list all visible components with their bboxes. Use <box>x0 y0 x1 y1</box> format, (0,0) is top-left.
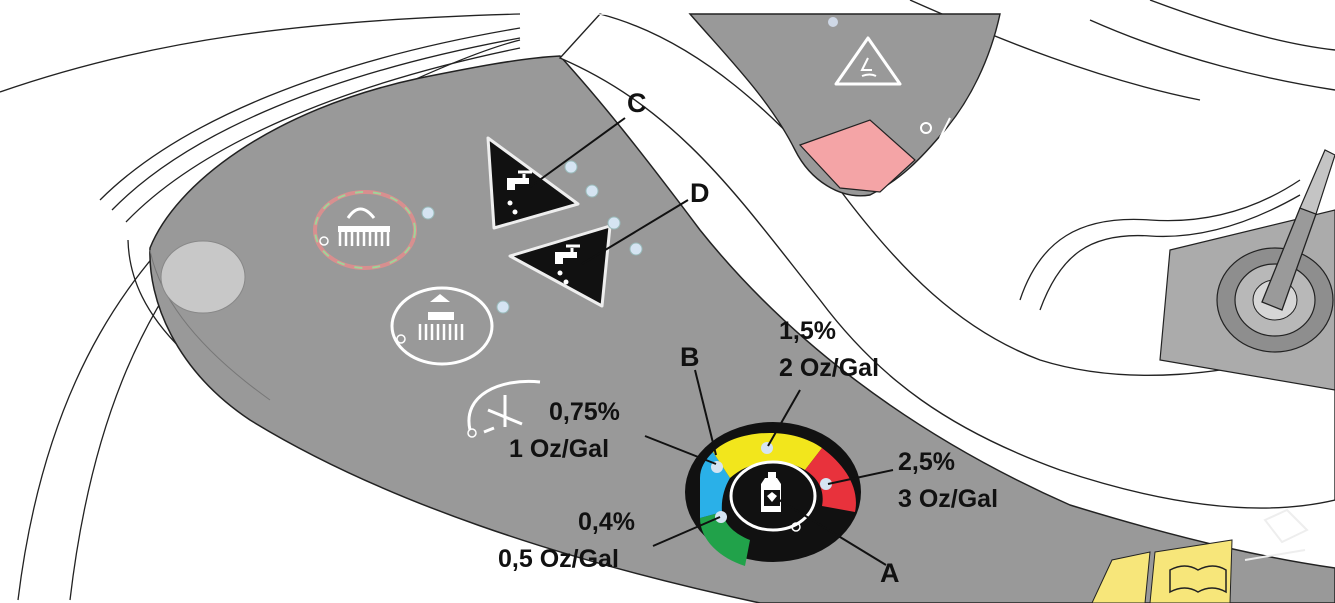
callout-d: D <box>690 178 710 208</box>
warning-stickers <box>1091 508 1309 603</box>
ring-segment-green <box>700 512 750 566</box>
dash-small-led <box>920 122 932 134</box>
water-flow-icon[interactable] <box>486 136 580 230</box>
scrub-brush-icon[interactable] <box>313 190 417 270</box>
detergent-icon <box>761 472 781 512</box>
yellow-oz-label: 2 Oz/Gal <box>779 354 879 382</box>
water-flow-increase-led-2 <box>629 242 643 256</box>
callout-a: A <box>880 558 900 588</box>
water-flow-increase-icon[interactable] <box>508 224 612 308</box>
red-oz-label: 3 Oz/Gal <box>898 485 998 513</box>
callout-b: B <box>680 342 700 372</box>
slip-hazard-icon <box>834 36 902 86</box>
ring-segment-red <box>805 448 856 512</box>
brush-pressure-led <box>496 300 510 314</box>
callout-c: C <box>627 88 647 118</box>
panel-edge <box>149 249 271 401</box>
leader-a <box>775 497 887 566</box>
ring-segment-yellow <box>713 432 822 478</box>
detergent-led-yellow <box>761 442 773 454</box>
red-pct-label: 2,5% <box>898 448 955 476</box>
leader-c <box>529 117 626 188</box>
detergent-led-red <box>820 478 832 490</box>
green-oz-label: 0,5 Oz/Gal <box>498 545 619 573</box>
dash-indicator-light <box>828 17 838 27</box>
brush-pressure-icon[interactable] <box>390 286 494 366</box>
labels: C D B A 1,5% 2 Oz/Gal 0,75% 1 Oz/Gal 2,5… <box>498 88 998 588</box>
squeegee-icon[interactable] <box>467 379 541 438</box>
leader-lines <box>529 117 894 566</box>
detergent-led-green <box>715 511 727 523</box>
water-flow-led-2 <box>585 184 599 198</box>
leader-red <box>827 469 894 485</box>
yellow-pct-label: 1,5% <box>779 317 836 345</box>
blue-pct-label: 0,75% <box>549 398 620 426</box>
green-pct-label: 0,4% <box>578 508 635 536</box>
leader-blue <box>644 435 717 465</box>
panel-knob[interactable] <box>160 240 246 314</box>
dash-panel-upper <box>688 13 1001 197</box>
scrub-brush-led <box>421 206 435 220</box>
emergency-stop-button[interactable] <box>798 119 916 193</box>
detergent-dial[interactable] <box>685 422 861 566</box>
leader-d <box>581 199 689 265</box>
blue-oz-label: 1 Oz/Gal <box>509 435 609 463</box>
wheel-inner-lines <box>1019 179 1301 311</box>
leader-yellow <box>767 389 801 447</box>
water-flow-led-1 <box>564 160 578 174</box>
leader-green <box>652 516 721 547</box>
water-flow-increase-led-1 <box>607 216 621 230</box>
leader-b <box>694 369 717 456</box>
control-panel <box>149 55 1335 603</box>
